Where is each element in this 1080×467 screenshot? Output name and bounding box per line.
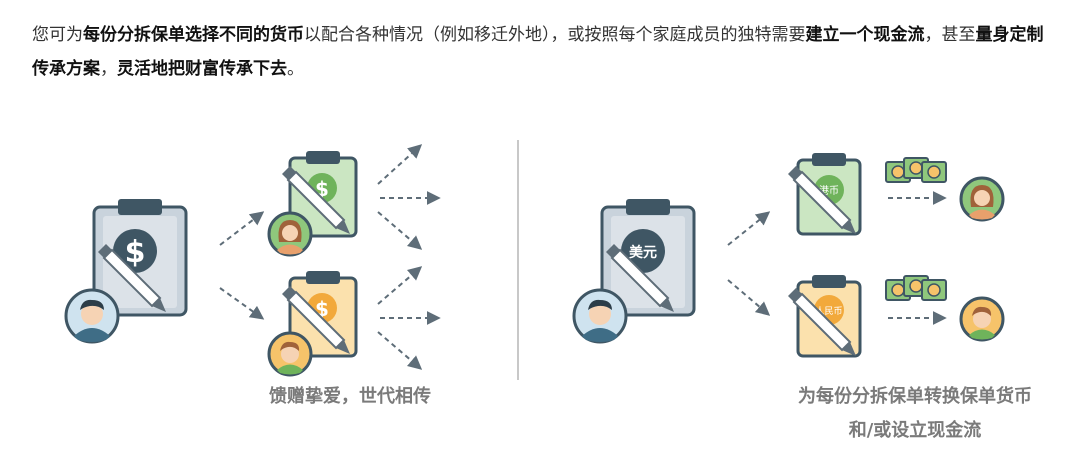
arrow-icon [377, 211, 423, 250]
intro-bold: 灵活地把财富传承下去 [117, 59, 287, 79]
split-policy-clipboard-hkd: 港币 [787, 153, 862, 236]
left-caption: 馈赠挚爱，世代相传 [269, 386, 431, 407]
arrow-icon [377, 144, 423, 185]
arrow-icon [219, 211, 265, 246]
intro-bold: 量身定制传承方案 [32, 25, 1044, 79]
arrow-icon [727, 279, 771, 316]
split-policy-clipboard-orange: $ [281, 271, 358, 358]
money-bills-icon [885, 157, 947, 183]
intro-text: 。 [287, 59, 304, 79]
split-policy-clipboard-rmb: 人民币 [787, 275, 862, 358]
intro-paragraph: 您可为每份分拆保单选择不同的货币以配合各种情况（例如移迁外地），或按照每个家庭成… [32, 18, 1052, 86]
intro-text: ， [100, 59, 117, 79]
main-policy-clipboard-usd: 美元 [600, 199, 696, 317]
right-caption-line2: 和/或设立现金流 [848, 420, 982, 441]
split-policy-clipboard-green: $ [281, 151, 358, 238]
right-caption-line1: 为每份分拆保单转换保单货币 [798, 386, 1032, 407]
female-avatar-icon [267, 211, 313, 257]
dollar-symbol: $ [125, 235, 146, 270]
money-bills-icon [885, 275, 947, 301]
arrow-icon [377, 331, 423, 370]
intro-text: 以配合各种情况（例如移迁外地），或按照每个家庭成员的独特需要 [304, 25, 806, 45]
currency-label-rmb: 人民币 [815, 306, 842, 317]
main-policy-clipboard: $ [92, 199, 188, 317]
intro-text: 您可为 [32, 25, 83, 45]
parent-avatar-icon [572, 288, 628, 344]
child-avatar-icon [267, 331, 313, 377]
arrow-icon [377, 266, 423, 305]
parent-avatar-icon [64, 288, 120, 344]
female-avatar-icon [959, 176, 1005, 222]
arrow-icon [219, 287, 265, 320]
child-avatar-icon [959, 296, 1005, 342]
currency-label-usd: 美元 [629, 244, 657, 261]
intro-text: ，甚至 [924, 25, 976, 45]
intro-bold: 每份分拆保单选择不同的货币 [83, 25, 304, 45]
intro-bold: 建立一个现金流 [805, 25, 925, 45]
arrow-icon [727, 211, 771, 246]
